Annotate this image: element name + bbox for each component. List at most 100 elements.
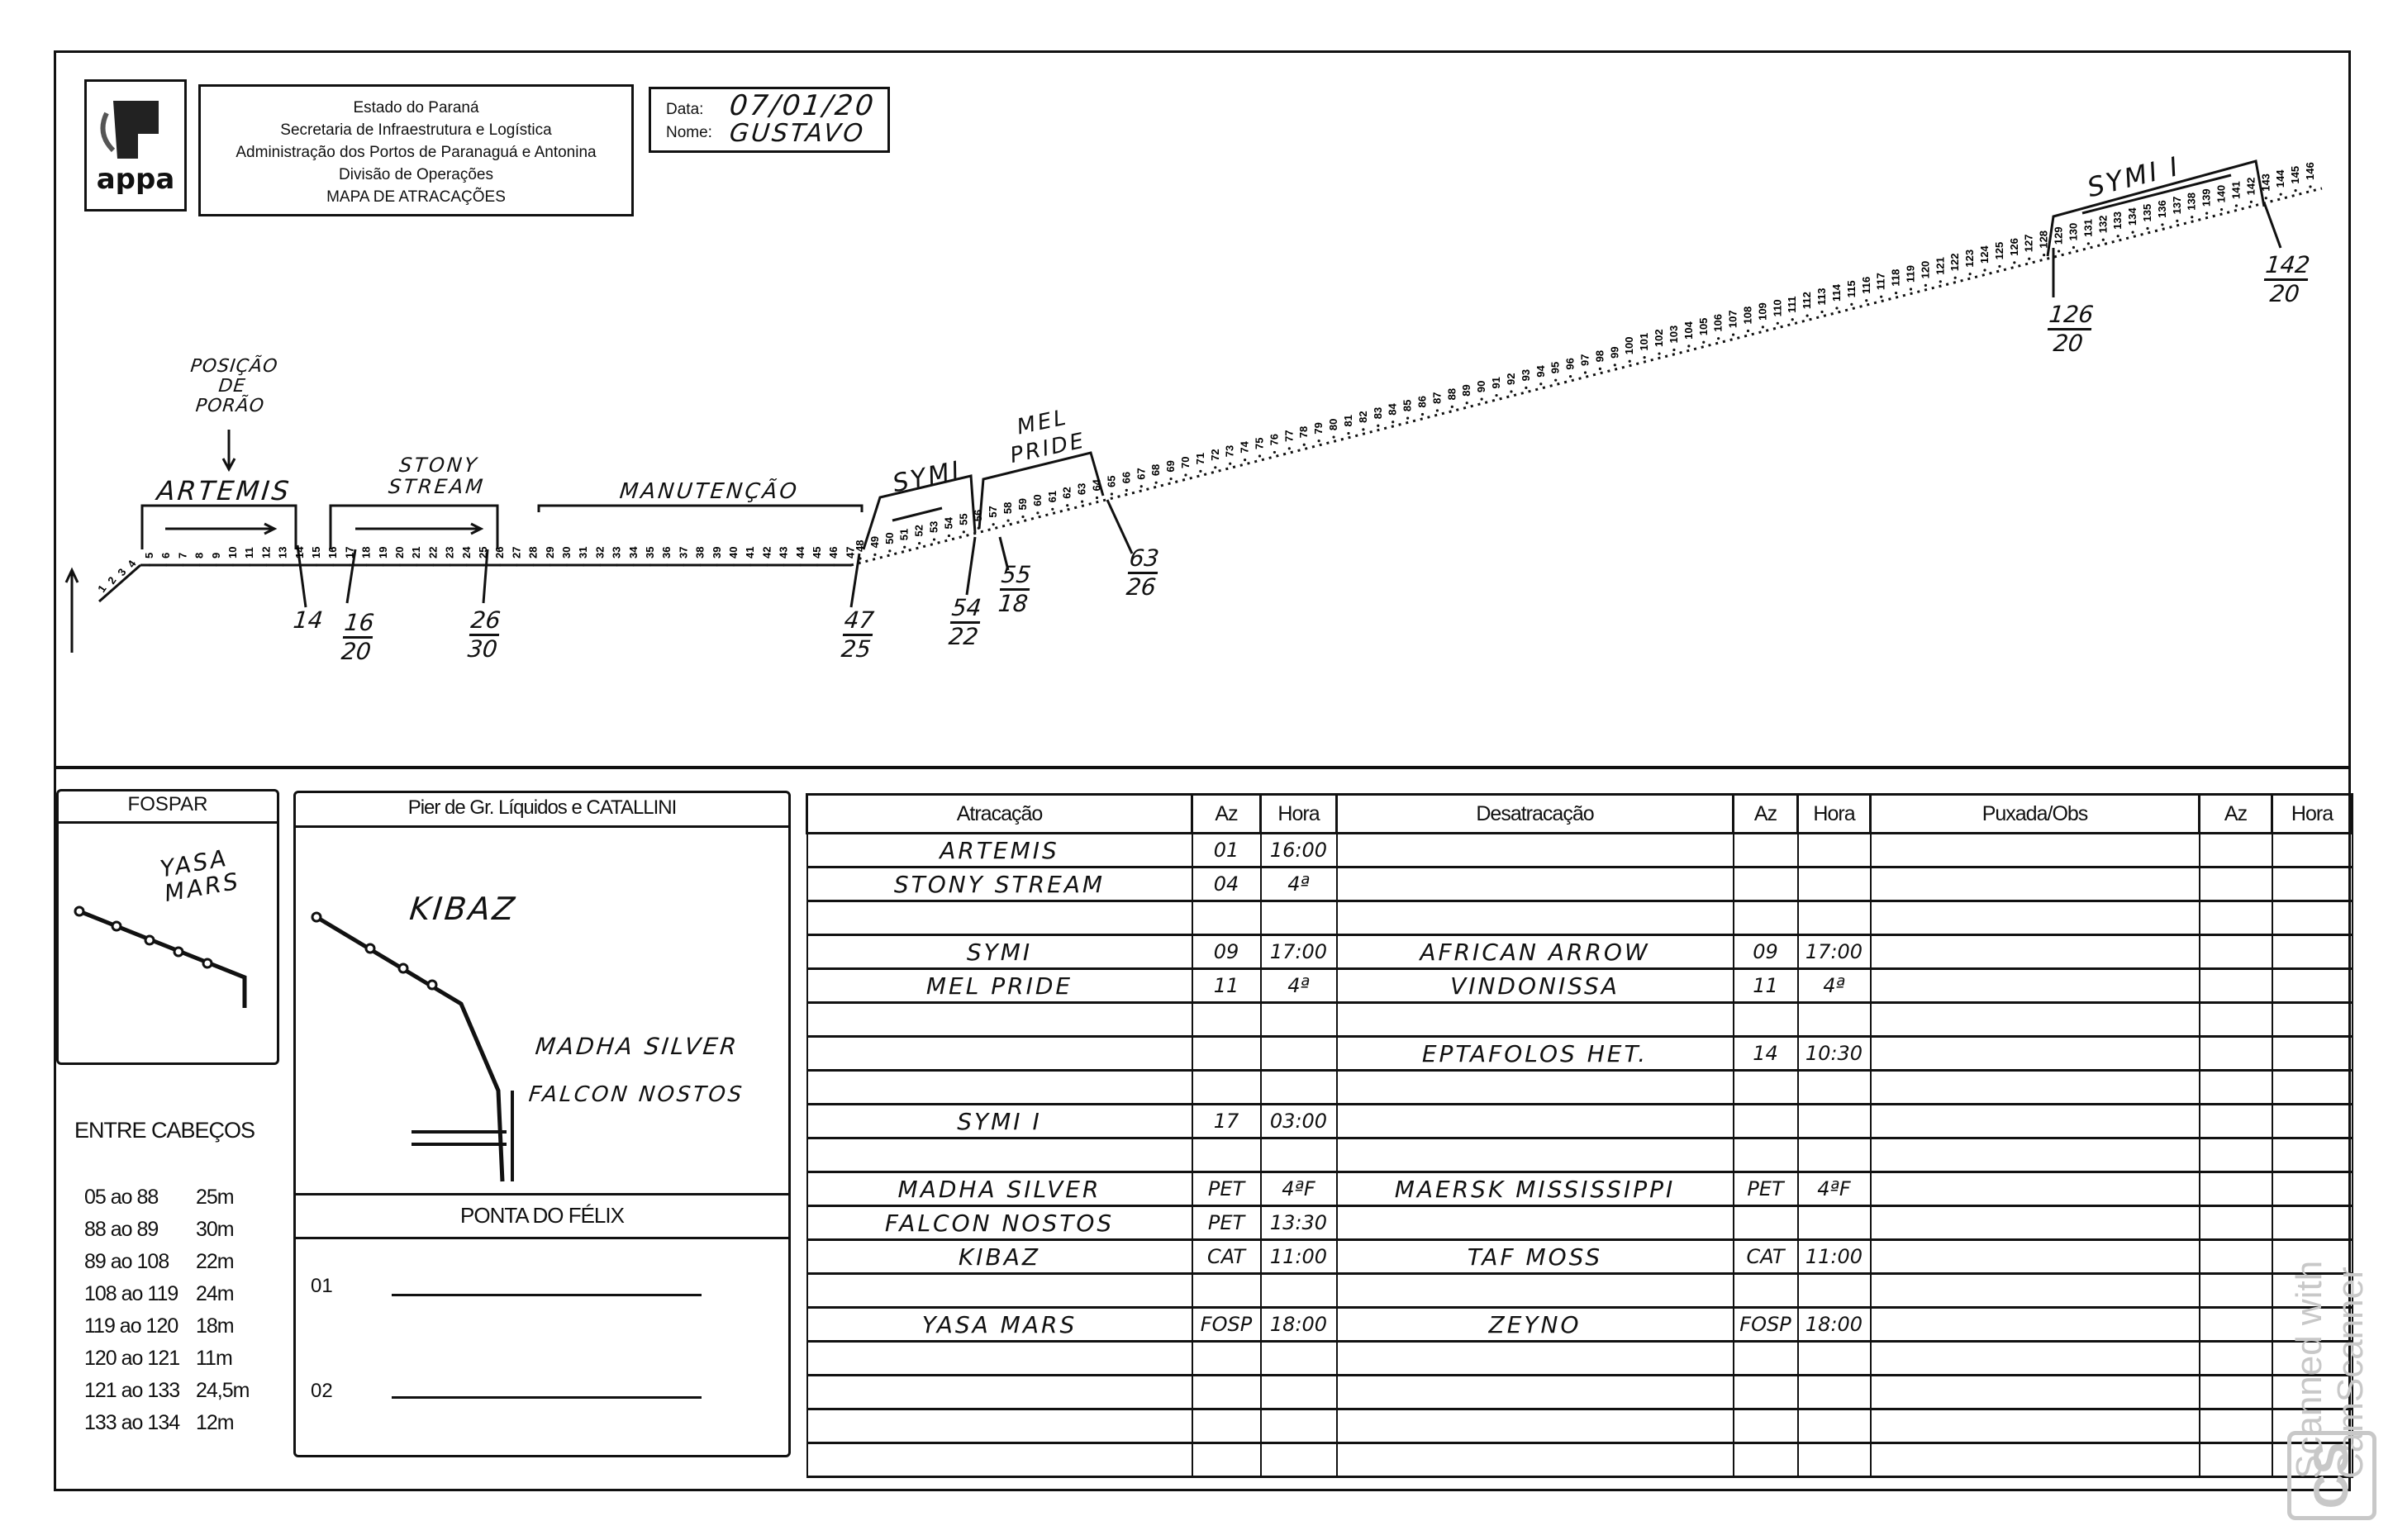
table-cell[interactable] bbox=[1796, 1137, 1872, 1173]
table-cell[interactable] bbox=[1259, 1374, 1338, 1410]
table-cell[interactable]: AFRICAN ARROW bbox=[1335, 934, 1734, 970]
table-cell[interactable] bbox=[2198, 832, 2273, 868]
table-cell[interactable] bbox=[1869, 967, 2200, 1004]
table-cell[interactable] bbox=[2271, 1171, 2353, 1207]
table-cell[interactable]: 13:30 bbox=[1259, 1205, 1338, 1241]
table-cell[interactable] bbox=[1869, 1069, 2200, 1105]
table-cell[interactable] bbox=[1869, 1035, 2200, 1072]
table-cell[interactable] bbox=[1796, 1408, 1872, 1444]
table-cell[interactable] bbox=[2271, 1238, 2353, 1275]
table-cell[interactable]: 17:00 bbox=[1796, 934, 1872, 970]
table-cell[interactable] bbox=[1335, 1205, 1734, 1241]
table-cell[interactable] bbox=[2271, 1205, 2353, 1241]
table-cell[interactable] bbox=[2198, 1408, 2273, 1444]
table-cell[interactable]: 09 bbox=[1732, 934, 1799, 970]
table-cell[interactable] bbox=[1259, 1442, 1338, 1478]
table-cell[interactable] bbox=[1869, 832, 2200, 868]
table-cell[interactable] bbox=[2271, 832, 2353, 868]
table-cell[interactable]: 17:00 bbox=[1259, 934, 1338, 970]
table-cell[interactable] bbox=[1732, 1069, 1799, 1105]
table-cell[interactable] bbox=[1869, 866, 2200, 902]
table-cell[interactable]: FOSP bbox=[1191, 1306, 1262, 1343]
table-cell[interactable]: ZEYNO bbox=[1335, 1306, 1734, 1343]
table-cell[interactable] bbox=[1191, 1442, 1262, 1478]
table-cell[interactable] bbox=[2271, 934, 2353, 970]
table-cell[interactable] bbox=[1869, 1306, 2200, 1343]
table-cell[interactable]: ARTEMIS bbox=[806, 832, 1193, 868]
table-cell[interactable] bbox=[1796, 832, 1872, 868]
table-cell[interactable] bbox=[806, 1374, 1193, 1410]
table-cell[interactable] bbox=[1259, 1001, 1338, 1038]
table-cell[interactable]: FOSP bbox=[1732, 1306, 1799, 1343]
table-cell[interactable]: CAT bbox=[1732, 1238, 1799, 1275]
table-cell[interactable] bbox=[2271, 1442, 2353, 1478]
table-cell[interactable] bbox=[1732, 1340, 1799, 1376]
table-cell[interactable] bbox=[1335, 1069, 1734, 1105]
table-cell[interactable]: PET bbox=[1191, 1171, 1262, 1207]
table-cell[interactable] bbox=[1259, 1272, 1338, 1309]
table-cell[interactable] bbox=[1259, 1340, 1338, 1376]
table-cell[interactable] bbox=[1732, 832, 1799, 868]
table-cell[interactable]: 4ª bbox=[1259, 866, 1338, 902]
table-cell[interactable]: 16:00 bbox=[1259, 832, 1338, 868]
table-cell[interactable]: MEL PRIDE bbox=[806, 967, 1193, 1004]
table-cell[interactable]: CAT bbox=[1191, 1238, 1262, 1275]
table-cell[interactable] bbox=[2271, 1374, 2353, 1410]
table-cell[interactable] bbox=[1335, 1103, 1734, 1139]
table-cell[interactable]: 18:00 bbox=[1259, 1306, 1338, 1343]
table-cell[interactable]: 4ª bbox=[1259, 967, 1338, 1004]
table-cell[interactable] bbox=[1869, 1205, 2200, 1241]
table-cell[interactable] bbox=[806, 1408, 1193, 1444]
table-cell[interactable] bbox=[1732, 1103, 1799, 1139]
table-cell[interactable] bbox=[1732, 1272, 1799, 1309]
table-cell[interactable] bbox=[2198, 1238, 2273, 1275]
table-cell[interactable]: 14 bbox=[1732, 1035, 1799, 1072]
table-cell[interactable]: TAF MOSS bbox=[1335, 1238, 1734, 1275]
table-cell[interactable]: 04 bbox=[1191, 866, 1262, 902]
table-cell[interactable] bbox=[1869, 1374, 2200, 1410]
table-cell[interactable] bbox=[806, 1442, 1193, 1478]
table-cell[interactable] bbox=[2198, 1171, 2273, 1207]
table-cell[interactable] bbox=[2271, 1001, 2353, 1038]
table-cell[interactable] bbox=[2198, 1103, 2273, 1139]
table-cell[interactable]: MAERSK MISSISSIPPI bbox=[1335, 1171, 1734, 1207]
table-cell[interactable] bbox=[1191, 1340, 1262, 1376]
table-cell[interactable] bbox=[2198, 1205, 2273, 1241]
table-cell[interactable] bbox=[1191, 1408, 1262, 1444]
table-cell[interactable]: YASA MARS bbox=[806, 1306, 1193, 1343]
table-cell[interactable] bbox=[806, 1035, 1193, 1072]
table-cell[interactable] bbox=[1191, 1001, 1262, 1038]
table-cell[interactable] bbox=[1335, 1137, 1734, 1173]
table-cell[interactable]: SYMI I bbox=[806, 1103, 1193, 1139]
table-cell[interactable] bbox=[1259, 1408, 1338, 1444]
table-cell[interactable]: 11 bbox=[1732, 967, 1799, 1004]
table-cell[interactable] bbox=[2271, 1306, 2353, 1343]
table-cell[interactable] bbox=[2271, 967, 2353, 1004]
table-cell[interactable] bbox=[806, 900, 1193, 936]
table-cell[interactable] bbox=[1191, 1035, 1262, 1072]
table-cell[interactable] bbox=[2271, 1272, 2353, 1309]
table-cell[interactable] bbox=[1191, 900, 1262, 936]
table-cell[interactable] bbox=[1259, 1069, 1338, 1105]
table-cell[interactable]: 01 bbox=[1191, 832, 1262, 868]
table-cell[interactable]: 17 bbox=[1191, 1103, 1262, 1139]
table-cell[interactable] bbox=[806, 1137, 1193, 1173]
table-cell[interactable] bbox=[2198, 1306, 2273, 1343]
table-cell[interactable]: 03:00 bbox=[1259, 1103, 1338, 1139]
table-cell[interactable] bbox=[1869, 1408, 2200, 1444]
table-cell[interactable] bbox=[2271, 1103, 2353, 1139]
table-cell[interactable] bbox=[1869, 1171, 2200, 1207]
table-cell[interactable] bbox=[806, 1001, 1193, 1038]
table-cell[interactable] bbox=[1869, 1238, 2200, 1275]
table-cell[interactable]: PET bbox=[1191, 1205, 1262, 1241]
table-cell[interactable] bbox=[2271, 900, 2353, 936]
table-cell[interactable]: VINDONISSA bbox=[1335, 967, 1734, 1004]
table-cell[interactable] bbox=[2198, 1340, 2273, 1376]
table-cell[interactable]: 18:00 bbox=[1796, 1306, 1872, 1343]
table-cell[interactable] bbox=[1796, 1442, 1872, 1478]
table-cell[interactable] bbox=[2271, 866, 2353, 902]
table-cell[interactable]: 4ªF bbox=[1259, 1171, 1338, 1207]
table-cell[interactable] bbox=[1796, 866, 1872, 902]
table-cell[interactable] bbox=[1796, 900, 1872, 936]
table-cell[interactable] bbox=[2198, 1001, 2273, 1038]
